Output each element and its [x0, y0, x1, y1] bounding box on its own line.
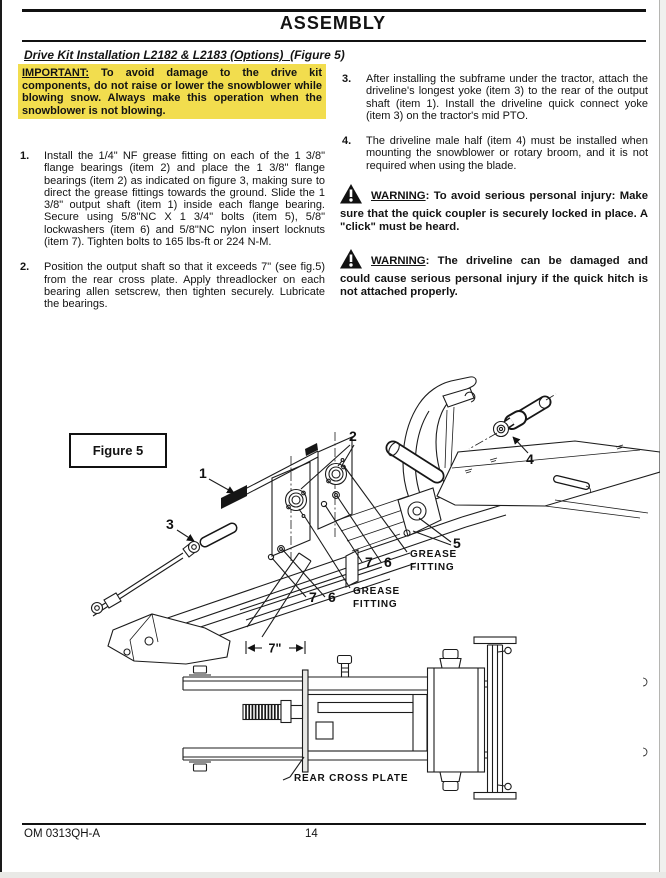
right-column: 3. After installing the subframe under t…	[340, 73, 648, 299]
step-3-number: 3.	[342, 73, 352, 85]
grease-fitting-label-upper: GREASE	[410, 549, 457, 560]
driveline-male-half-item4	[468, 393, 557, 450]
step-4-number: 4.	[342, 135, 352, 148]
header-rule-top	[22, 9, 646, 12]
rear-cross-plate	[301, 669, 309, 773]
callout-7-upper: 7	[365, 554, 373, 570]
warning-triangle-icon	[340, 248, 362, 273]
section-subtitle: Drive Kit Installation L2182 & L2183 (Op…	[24, 48, 345, 62]
step-1-text: Install the 1/4" NF grease fitting on ea…	[44, 150, 325, 249]
subtitle-main: Drive Kit Installation L2182 & L2183 (Op…	[24, 48, 284, 62]
driveline-item3	[90, 522, 238, 617]
page-title: ASSEMBLY	[279, 13, 387, 33]
page-right-edge	[659, 0, 666, 878]
warning-1-text: : To avoid serious personal injury: Make…	[340, 190, 648, 234]
figure-label-box: Figure 5	[69, 433, 167, 468]
callout-6-lower: 6	[328, 589, 336, 605]
step-2-number: 2.	[20, 261, 30, 274]
warning-2: WARNING: The driveline can be damaged an…	[340, 248, 648, 300]
svg-text:FITTING: FITTING	[353, 599, 397, 610]
grease-fitting-label-lower: GREASE	[353, 586, 400, 597]
callout-6-upper: 6	[384, 554, 392, 570]
footer-doc-code: OM 0313QH-A	[24, 828, 101, 840]
svg-text:FITTING: FITTING	[410, 562, 454, 573]
side-view: 7" REAR CROSS PLATE	[182, 636, 648, 800]
warning-2-text: : The driveline can be damaged and could…	[340, 254, 648, 299]
footer-page-number: 14	[305, 828, 318, 840]
isometric-subframe-view	[90, 376, 660, 665]
step-1: 1. Install the 1/4" NF grease fitting on…	[18, 150, 325, 248]
dimension-7in: 7"	[245, 641, 306, 656]
step-4-text: The driveline male half (item 4) must be…	[366, 135, 648, 172]
rear-cross-plate-label: REAR CROSS PLATE	[294, 773, 408, 784]
warning-2-label: WARNING	[371, 254, 426, 267]
page-left-edge	[0, 0, 2, 872]
important-text: To avoid damage to the drive kit compone…	[22, 67, 322, 117]
callout-3: 3	[166, 516, 174, 532]
warning-triangle-icon	[340, 184, 362, 208]
callout-2: 2	[349, 428, 357, 444]
step-3: 3. After installing the subframe under t…	[340, 73, 648, 122]
header-rule-bottom	[22, 40, 646, 42]
subtitle-figure-ref: (Figure 5)	[290, 48, 345, 62]
callout-4: 4	[526, 451, 534, 467]
warning-1-label: WARNING	[371, 190, 426, 203]
footer-rule	[22, 823, 646, 825]
step-2: 2. Position the output shaft so that it …	[18, 261, 325, 310]
callout-7-lower: 7	[309, 589, 317, 605]
figure5-diagram: 1 2 3 4 5 7 6 GREASE FITTING 7 6 GREASE …	[90, 376, 660, 800]
callout-5: 5	[453, 535, 461, 551]
callout-1: 1	[199, 465, 207, 481]
figure-label: Figure 5	[92, 443, 144, 458]
warning-1: WARNING: To avoid serious personal injur…	[340, 184, 648, 235]
step-2-text: Position the output shaft so that it exc…	[44, 261, 325, 311]
important-label: IMPORTANT:	[22, 67, 90, 79]
left-column: 1. Install the 1/4" NF grease fitting on…	[18, 150, 325, 324]
step-1-number: 1.	[20, 150, 30, 162]
flange-bearing-lower	[284, 488, 308, 518]
page-bottom-edge	[0, 872, 666, 878]
step-3-text: After installing the subframe under the …	[366, 73, 648, 122]
figure-callouts: 1 2 3 4 5 7 6 GREASE FITTING 7 6 GREASE …	[166, 428, 534, 610]
rear-deck-plate	[436, 440, 660, 519]
step-4: 4. The driveline male half (item 4) must…	[340, 135, 648, 172]
dimension-label: 7"	[269, 642, 282, 656]
important-notice: IMPORTANT: To avoid damage to the drive …	[18, 64, 326, 120]
